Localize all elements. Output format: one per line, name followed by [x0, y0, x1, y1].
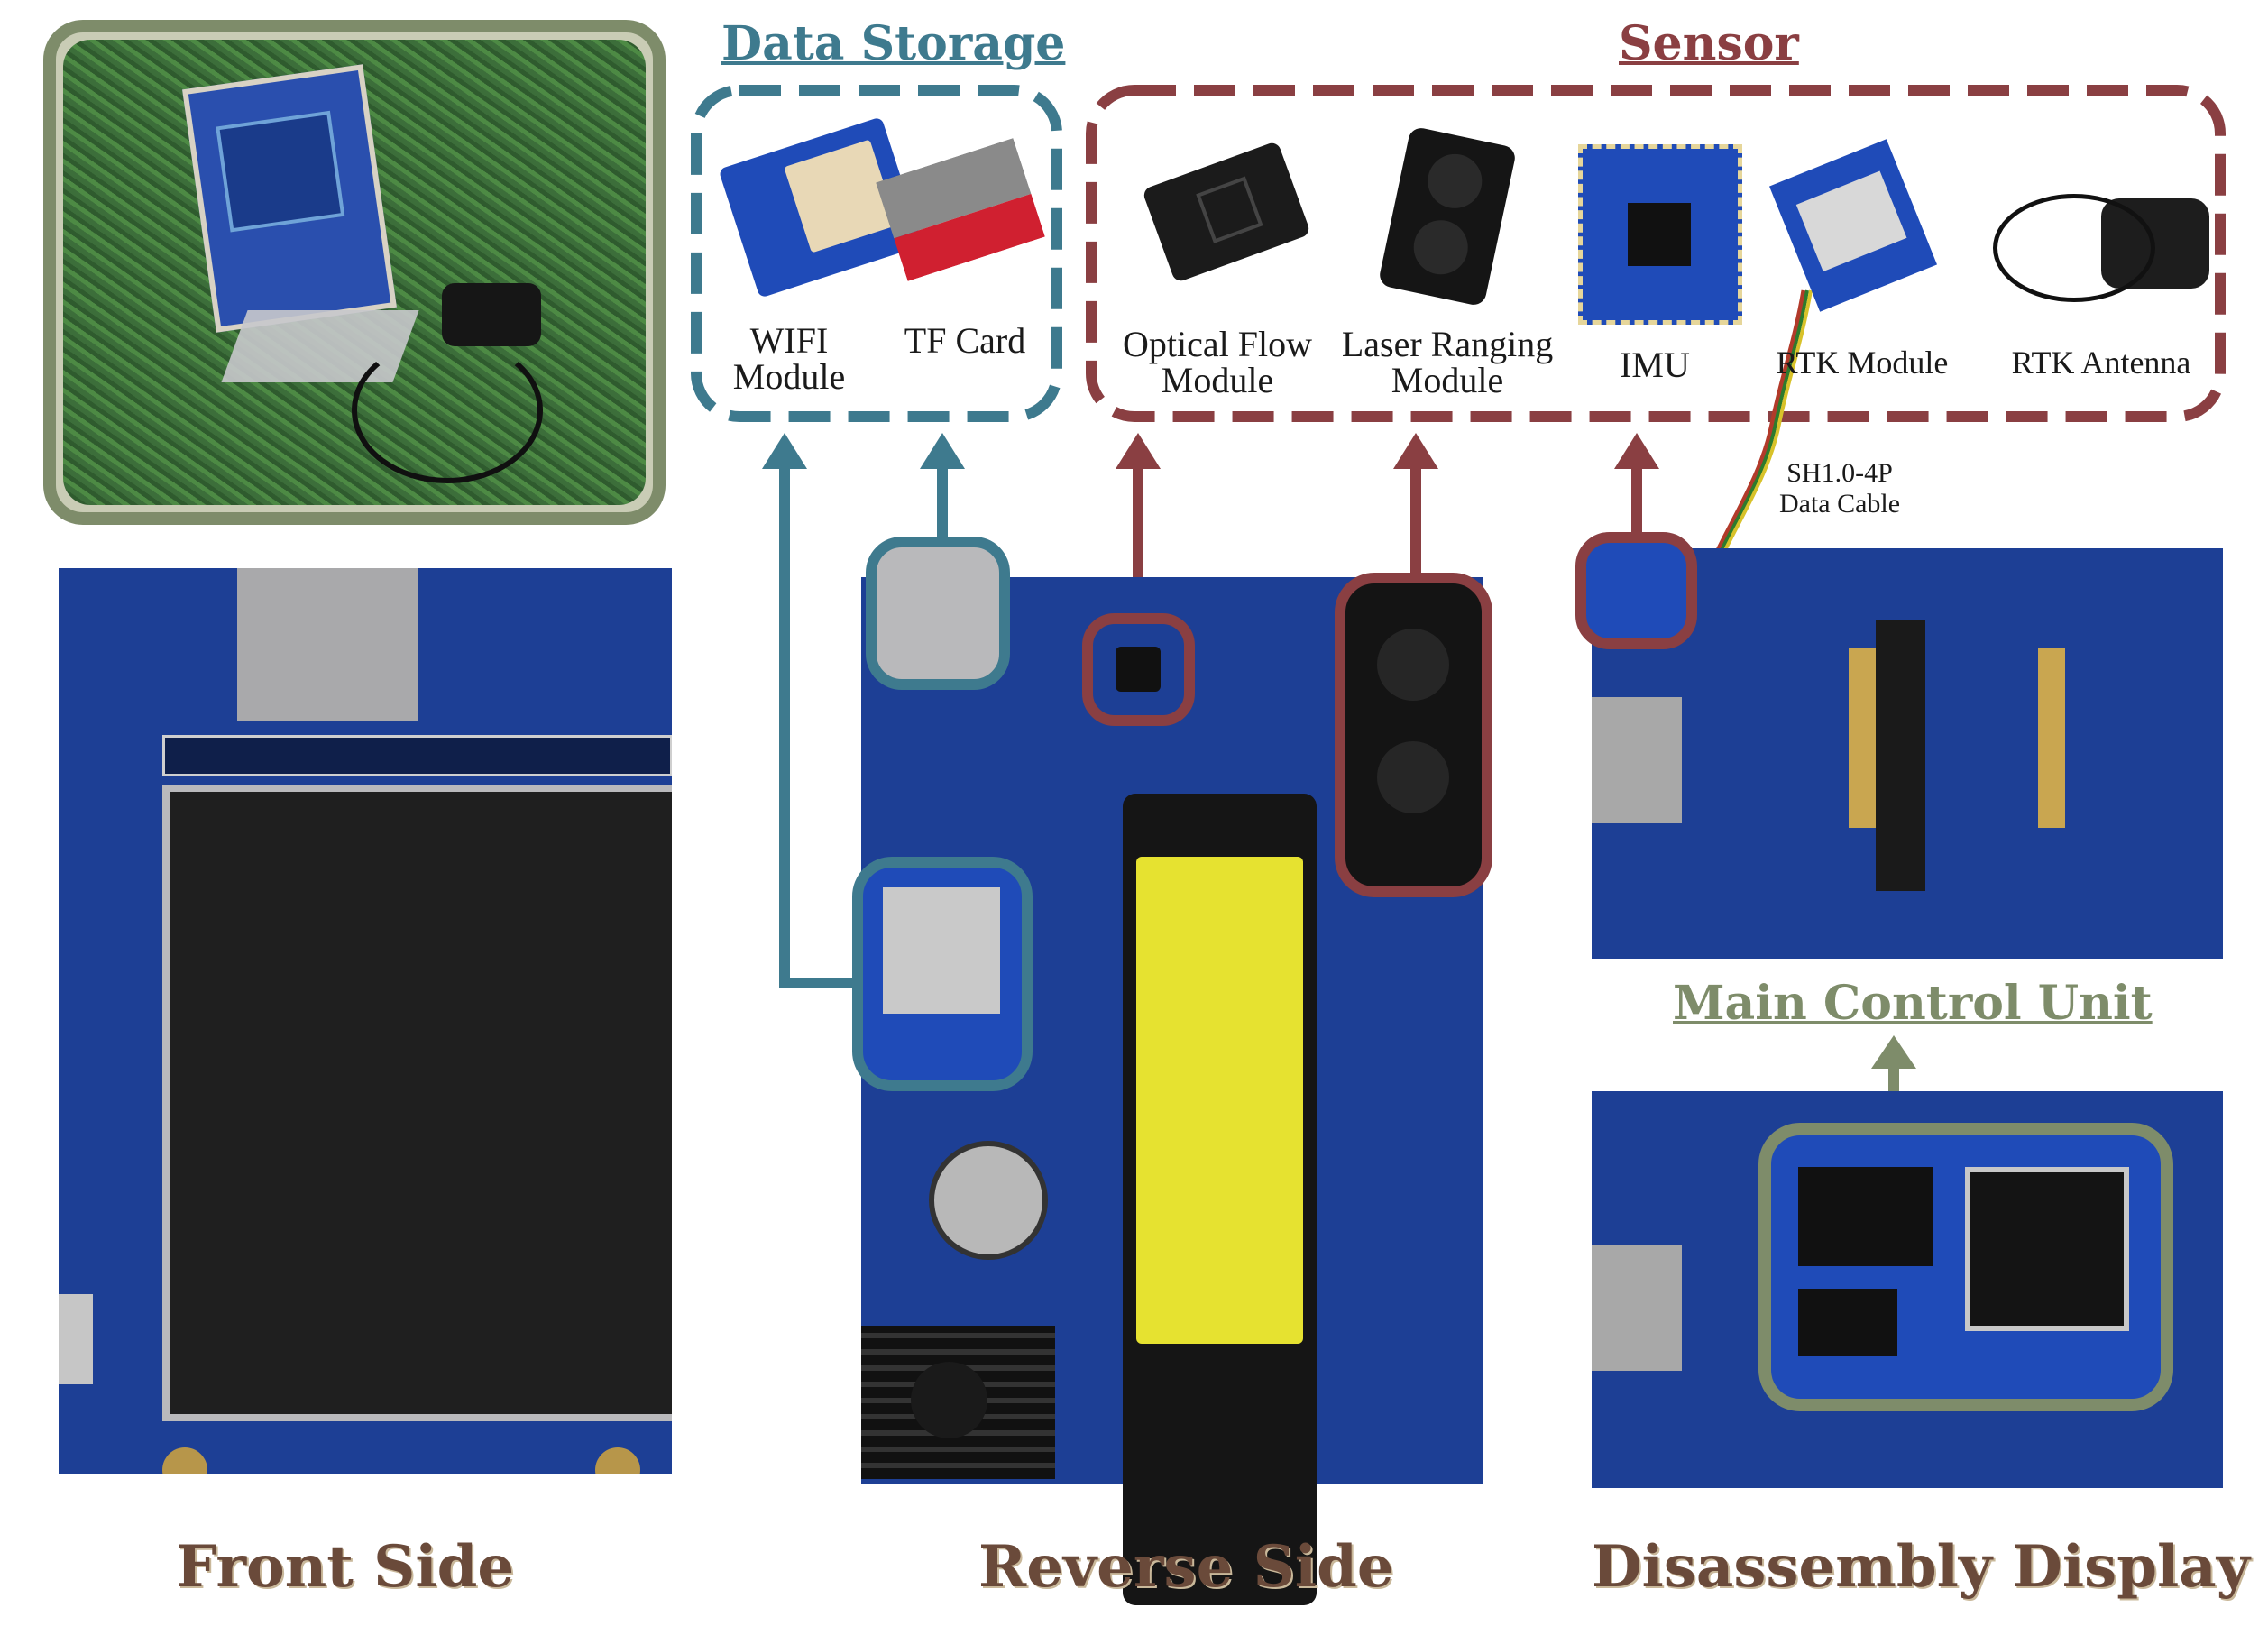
battery-label — [1136, 857, 1303, 1344]
battery — [1123, 794, 1317, 1605]
device-on-grass — [182, 64, 397, 333]
optical-flow-label: Optical Flow Module — [1123, 324, 1312, 400]
main-control-title: Main Control Unit — [1673, 976, 2153, 1031]
cable-label: SH1.0-4P Data Cable — [1778, 458, 1901, 519]
sh-cable — [1715, 289, 1806, 552]
laser-arrowhead — [1393, 433, 1438, 469]
connector-right — [2038, 648, 2065, 828]
disassembly-shield — [1592, 697, 1682, 823]
wifi-arrowhead — [762, 433, 807, 469]
front-header — [162, 735, 672, 776]
lcd-screen — [162, 785, 672, 1421]
sensor-group-box — [1086, 85, 2226, 422]
tf-card-label: TF Card — [904, 320, 1026, 361]
connector-left — [1876, 620, 1925, 891]
flash-chip — [1798, 1289, 1897, 1356]
laser-ranging-highlight — [1335, 573, 1492, 897]
imu-image — [1578, 144, 1742, 325]
front-screw-left — [162, 1447, 207, 1474]
front-shield — [237, 568, 418, 721]
rtk-module-label: RTK Module — [1776, 344, 1949, 381]
coin-cell — [929, 1141, 1048, 1260]
sensor-title: Sensor — [1619, 16, 1799, 71]
mcu-chip — [1965, 1167, 2129, 1331]
rtk-antenna-label: RTK Antenna — [2011, 344, 2191, 381]
front-side-caption: Front Side — [176, 1533, 515, 1601]
wifi-connector — [779, 464, 852, 988]
mcu-highlight — [1758, 1123, 2173, 1411]
data-storage-title: Data Storage — [721, 16, 1066, 71]
data-storage-group-box — [691, 85, 1062, 422]
antenna-puck — [442, 283, 541, 346]
disassembly-caption: Disassembly Display — [1592, 1533, 2250, 1601]
front-switch — [59, 1294, 93, 1384]
optical-arrowhead — [1116, 433, 1161, 469]
field-photo — [63, 40, 646, 505]
mcu-arrowhead — [1871, 1035, 1916, 1069]
buzzer — [911, 1362, 987, 1438]
antenna-cable — [352, 337, 543, 483]
laser-ranging-label: Laser Ranging Module — [1341, 324, 1554, 400]
imu-arrowhead — [1614, 433, 1659, 469]
bottom-shield — [1592, 1245, 1682, 1371]
connector-mid — [1849, 648, 1876, 828]
imu-label: IMU — [1620, 344, 1690, 385]
field-photo-frame — [43, 20, 666, 525]
wifi-highlight — [852, 857, 1033, 1091]
sram-chip — [1798, 1167, 1933, 1266]
front-screw-right — [595, 1447, 640, 1474]
wifi-module-label: WIFI Module — [732, 320, 846, 397]
rtk-antenna-cable — [1993, 194, 2155, 302]
tf-arrowhead — [920, 433, 965, 469]
reverse-side-caption: Reverse Side — [978, 1533, 1394, 1601]
tf-card-highlight — [866, 537, 1010, 690]
front-board — [59, 568, 672, 1474]
imu-highlight — [1575, 532, 1697, 649]
optical-flow-highlight — [1082, 613, 1195, 726]
